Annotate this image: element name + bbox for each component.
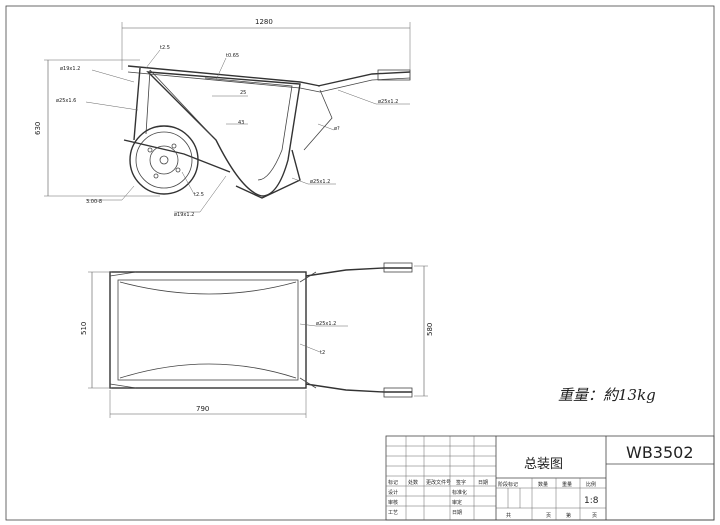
diagonal-brace: [149, 69, 213, 137]
wheel-hub: [149, 145, 179, 175]
tb-header-2: 更改文件号: [426, 479, 451, 486]
tb-role-2: 工艺: [388, 510, 398, 516]
label-angle-a: 25: [240, 90, 246, 96]
tb-mid-0: 标准化: [452, 489, 467, 496]
top-view: 510 790 580 ø25x1.2 t2: [80, 262, 434, 418]
tb-header-1: 处数: [408, 479, 418, 486]
overall-length-label: 1280: [255, 18, 273, 26]
tb-sheet-0: 共: [506, 512, 511, 519]
tb-sheet-3: 页: [592, 513, 597, 519]
label-grip-tube: ø25x1.2: [378, 99, 398, 105]
tb-stage-1: 数量: [538, 481, 548, 488]
label-tyre: 3.00-8: [86, 199, 102, 205]
top-width-label: 510: [80, 322, 88, 335]
sheet-border: [5, 5, 715, 521]
upper-frame-rail: [127, 65, 321, 87]
tb-stage-3: 比例: [586, 481, 596, 488]
label-leg: ø?: [334, 126, 340, 132]
label-frame-tube-upper: ø19x1.2: [60, 66, 80, 72]
tb-sheet-1: 页: [546, 513, 551, 519]
rear-leg: [235, 149, 301, 199]
label-tray-depth: t0.65: [226, 53, 239, 59]
tb-header-3: 签字: [456, 479, 466, 486]
lower-frame-tube: [123, 139, 231, 173]
front-frame-tube: [133, 67, 141, 141]
top-length-label: 790: [196, 405, 209, 413]
rear-stay: [303, 89, 333, 151]
handle-rail: [317, 71, 411, 87]
side-view: 1280 630 t: [34, 18, 411, 218]
handle-grip: [377, 69, 411, 81]
tb-header-4: 日期: [478, 480, 488, 486]
tb-drawing-number: WB3502: [626, 443, 694, 462]
label-angle-b: 43: [238, 120, 244, 126]
tb-scale: 1:8: [584, 496, 599, 506]
tb-stage-2: 重量: [562, 481, 572, 488]
top-handle-upper: [305, 267, 412, 277]
wheel-tyre: [129, 125, 199, 195]
weight-note: 重量：約13kg: [558, 386, 656, 404]
tb-drawing-title: 总装图: [524, 457, 563, 472]
label-stay-tube: ø25x1.2: [310, 179, 330, 185]
top-handle-lower: [305, 383, 412, 393]
tb-mid-1: 审定: [452, 499, 462, 506]
label-top-plate: t2: [320, 350, 325, 356]
tray-curve-bottom: [119, 363, 297, 379]
tray-curve-top: [119, 281, 297, 295]
tb-mid-2: 日期: [452, 510, 462, 516]
label-top-frame-tube: ø25x1.2: [316, 321, 336, 327]
label-axle-plate: t2.5: [194, 192, 204, 198]
tb-role-0: 设计: [388, 489, 398, 496]
overall-width-label: 580: [426, 323, 434, 336]
label-handle-tube: ø25x1.6: [56, 98, 76, 104]
label-lower-tube: ø19x1.2: [174, 212, 194, 218]
tb-header-0: 标记: [388, 479, 398, 486]
tb-stage-0: 阶段标记: [498, 481, 518, 488]
label-wall-thickness: t2.5: [160, 45, 170, 51]
top-frame-outer: [109, 271, 307, 389]
height-label: 630: [34, 122, 42, 135]
tb-role-1: 审核: [388, 499, 398, 506]
title-block: 标记 处数 更改文件号 签字 日期 设计 审核 工艺 标准化 审定 日期 总装图…: [385, 435, 715, 521]
tray-body: [146, 71, 301, 197]
tb-sheet-2: 第: [566, 512, 571, 519]
top-frame-inner: [117, 279, 299, 381]
